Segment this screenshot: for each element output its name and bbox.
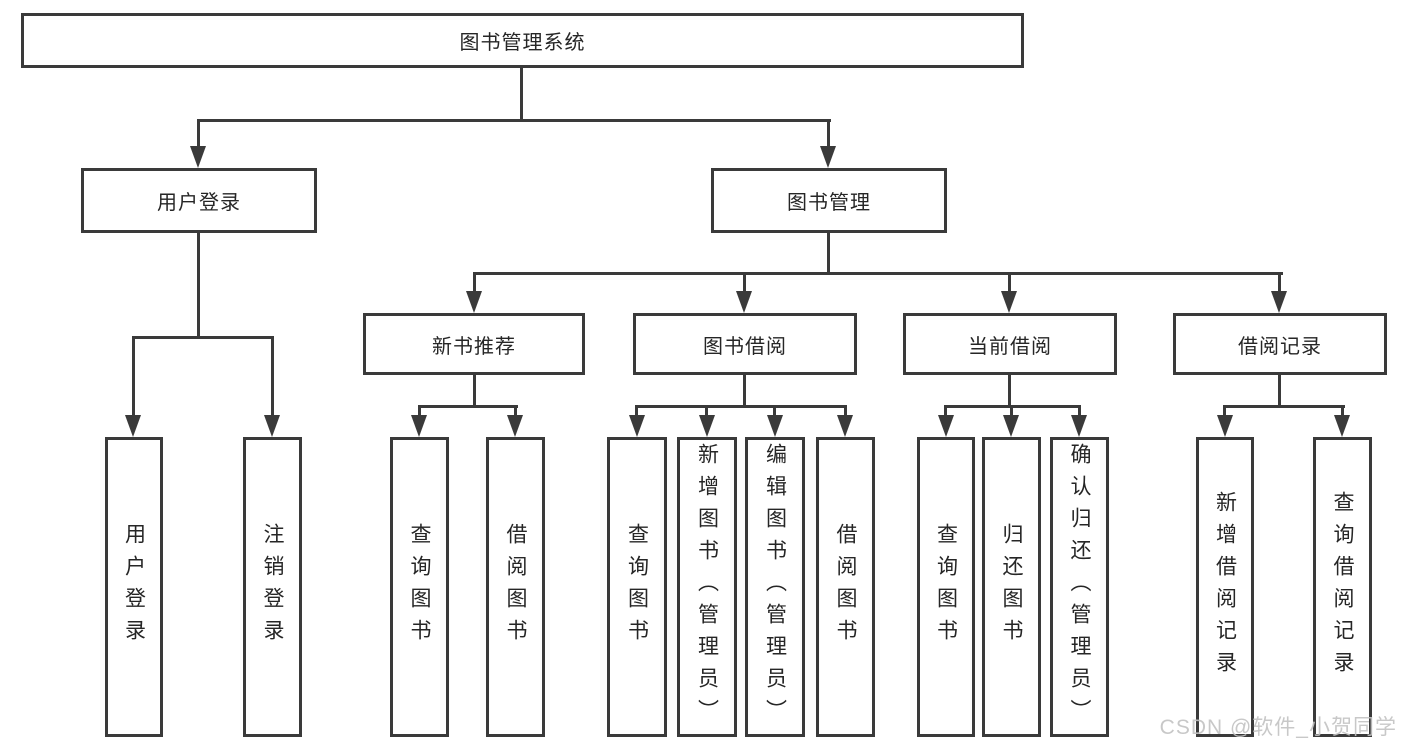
connector-line bbox=[418, 405, 518, 408]
leaf-return-book: 归还图书 bbox=[982, 437, 1041, 737]
arrow-down-icon bbox=[190, 146, 206, 168]
node-label: 借阅图书 bbox=[834, 523, 857, 651]
arrow-down-icon bbox=[1001, 291, 1017, 313]
arrow-down-icon bbox=[1334, 415, 1350, 437]
connector-line bbox=[132, 336, 274, 339]
connector-line bbox=[635, 405, 638, 419]
arrow-down-icon bbox=[699, 415, 715, 437]
leaf-edit-book-admin: 编辑图书（管理员） bbox=[745, 437, 805, 737]
arrow-down-icon bbox=[125, 415, 141, 437]
connector-line bbox=[473, 375, 476, 408]
node-label: 新增图书（管理员） bbox=[695, 443, 719, 731]
arrow-down-icon bbox=[837, 415, 853, 437]
connector-line bbox=[473, 272, 1283, 275]
leaf-query-books-recommend: 查询图书 bbox=[390, 437, 449, 737]
arrow-down-icon bbox=[629, 415, 645, 437]
connector-line bbox=[1223, 405, 1226, 419]
connector-line bbox=[1010, 405, 1013, 419]
node-label: 查询图书 bbox=[934, 523, 958, 651]
arrow-down-icon bbox=[411, 415, 427, 437]
node-label: 编辑图书（管理员） bbox=[763, 443, 787, 731]
arrow-down-icon bbox=[736, 291, 752, 313]
arrow-down-icon bbox=[1271, 291, 1287, 313]
node-label: 新书推荐 bbox=[432, 335, 516, 358]
arrow-down-icon bbox=[767, 415, 783, 437]
node-new-book-recommend: 新书推荐 bbox=[363, 313, 585, 375]
connector-line bbox=[1341, 405, 1344, 419]
connector-line bbox=[743, 272, 746, 294]
connector-line bbox=[132, 336, 135, 417]
arrow-down-icon bbox=[1071, 415, 1087, 437]
node-book-management: 图书管理 bbox=[711, 168, 947, 233]
connector-line bbox=[1008, 375, 1011, 408]
arrow-down-icon bbox=[938, 415, 954, 437]
node-user-login: 用户登录 bbox=[81, 168, 317, 233]
node-current-borrow: 当前借阅 bbox=[903, 313, 1117, 375]
connector-line bbox=[271, 336, 274, 417]
leaf-borrow-books: 借阅图书 bbox=[816, 437, 875, 737]
connector-line bbox=[705, 405, 708, 419]
connector-line bbox=[514, 405, 517, 419]
connector-line bbox=[197, 233, 200, 339]
arrow-down-icon bbox=[507, 415, 523, 437]
node-label: 确认归还（管理员） bbox=[1068, 443, 1091, 731]
leaf-query-books-current: 查询图书 bbox=[917, 437, 975, 737]
leaf-add-book-admin: 新增图书（管理员） bbox=[677, 437, 737, 737]
node-label: 查询借阅记录 bbox=[1331, 491, 1354, 683]
node-label: 用户登录 bbox=[157, 192, 241, 214]
connector-line bbox=[418, 405, 421, 419]
node-label: 注销登录 bbox=[261, 523, 284, 651]
leaf-logout: 注销登录 bbox=[243, 437, 302, 737]
leaf-borrow-books-recommend: 借阅图书 bbox=[486, 437, 545, 737]
node-label: 图书管理系统 bbox=[459, 32, 586, 54]
node-label: 查询图书 bbox=[408, 523, 431, 651]
arrow-down-icon bbox=[264, 415, 280, 437]
arrow-down-icon bbox=[820, 146, 836, 168]
connector-line bbox=[1223, 405, 1345, 408]
connector-line bbox=[1278, 375, 1281, 408]
leaf-query-books-borrow: 查询图书 bbox=[607, 437, 667, 737]
connector-line bbox=[1078, 405, 1081, 419]
node-label: 图书借阅 bbox=[703, 335, 787, 358]
leaf-add-borrow-record: 新增借阅记录 bbox=[1196, 437, 1254, 737]
connector-line bbox=[1278, 272, 1281, 294]
connector-line bbox=[1008, 272, 1011, 294]
node-label: 归还图书 bbox=[1000, 523, 1023, 651]
node-label: 借阅图书 bbox=[504, 523, 527, 651]
node-label: 查询图书 bbox=[625, 523, 649, 651]
node-label: 当前借阅 bbox=[968, 335, 1052, 358]
leaf-user-login: 用户登录 bbox=[105, 437, 163, 737]
connector-line bbox=[473, 272, 476, 294]
node-label: 借阅记录 bbox=[1238, 335, 1322, 358]
arrow-down-icon bbox=[466, 291, 482, 313]
node-library-management-system: 图书管理系统 bbox=[21, 13, 1024, 68]
arrow-down-icon bbox=[1003, 415, 1019, 437]
connector-line bbox=[944, 405, 947, 419]
leaf-query-borrow-record: 查询借阅记录 bbox=[1313, 437, 1372, 737]
connector-line bbox=[197, 119, 831, 122]
connector-line bbox=[773, 405, 776, 419]
node-label: 用户登录 bbox=[122, 523, 146, 651]
connector-line bbox=[827, 119, 830, 149]
csdn-watermark: CSDN @软件_小贺同学 bbox=[1159, 716, 1397, 739]
connector-line bbox=[635, 405, 847, 408]
arrow-down-icon bbox=[1217, 415, 1233, 437]
leaf-confirm-return-admin: 确认归还（管理员） bbox=[1050, 437, 1109, 737]
node-book-borrow: 图书借阅 bbox=[633, 313, 857, 375]
connector-line bbox=[197, 119, 200, 149]
connector-line bbox=[844, 405, 847, 419]
connector-line bbox=[520, 68, 523, 122]
connector-line bbox=[827, 233, 830, 275]
connector-line bbox=[743, 375, 746, 408]
node-label: 新增借阅记录 bbox=[1213, 491, 1237, 683]
node-borrow-records: 借阅记录 bbox=[1173, 313, 1387, 375]
node-label: 图书管理 bbox=[787, 192, 871, 214]
